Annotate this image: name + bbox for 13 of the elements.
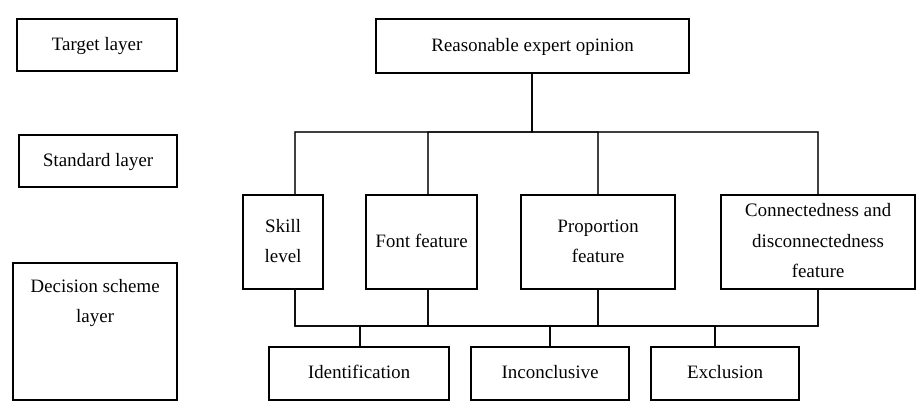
layer-label-box: Target layer bbox=[16, 18, 178, 72]
criterion-box: Font feature bbox=[365, 194, 478, 290]
connector-line bbox=[714, 290, 819, 346]
criterion-box: Skill level bbox=[242, 194, 324, 290]
goal-box: Reasonable expert opinion bbox=[375, 18, 690, 74]
criterion-box: Connectedness and disconnectedness feature bbox=[720, 194, 916, 290]
decision-box: Identification bbox=[268, 346, 450, 401]
decision-box: Inconclusive bbox=[470, 346, 630, 401]
decision-box: Exclusion bbox=[650, 346, 800, 401]
criterion-box: Proportion feature bbox=[520, 194, 676, 290]
layer-label-box: Standard layer bbox=[18, 134, 178, 188]
layer-label-box: Decision scheme layer bbox=[12, 262, 178, 401]
connector-line bbox=[531, 74, 819, 194]
